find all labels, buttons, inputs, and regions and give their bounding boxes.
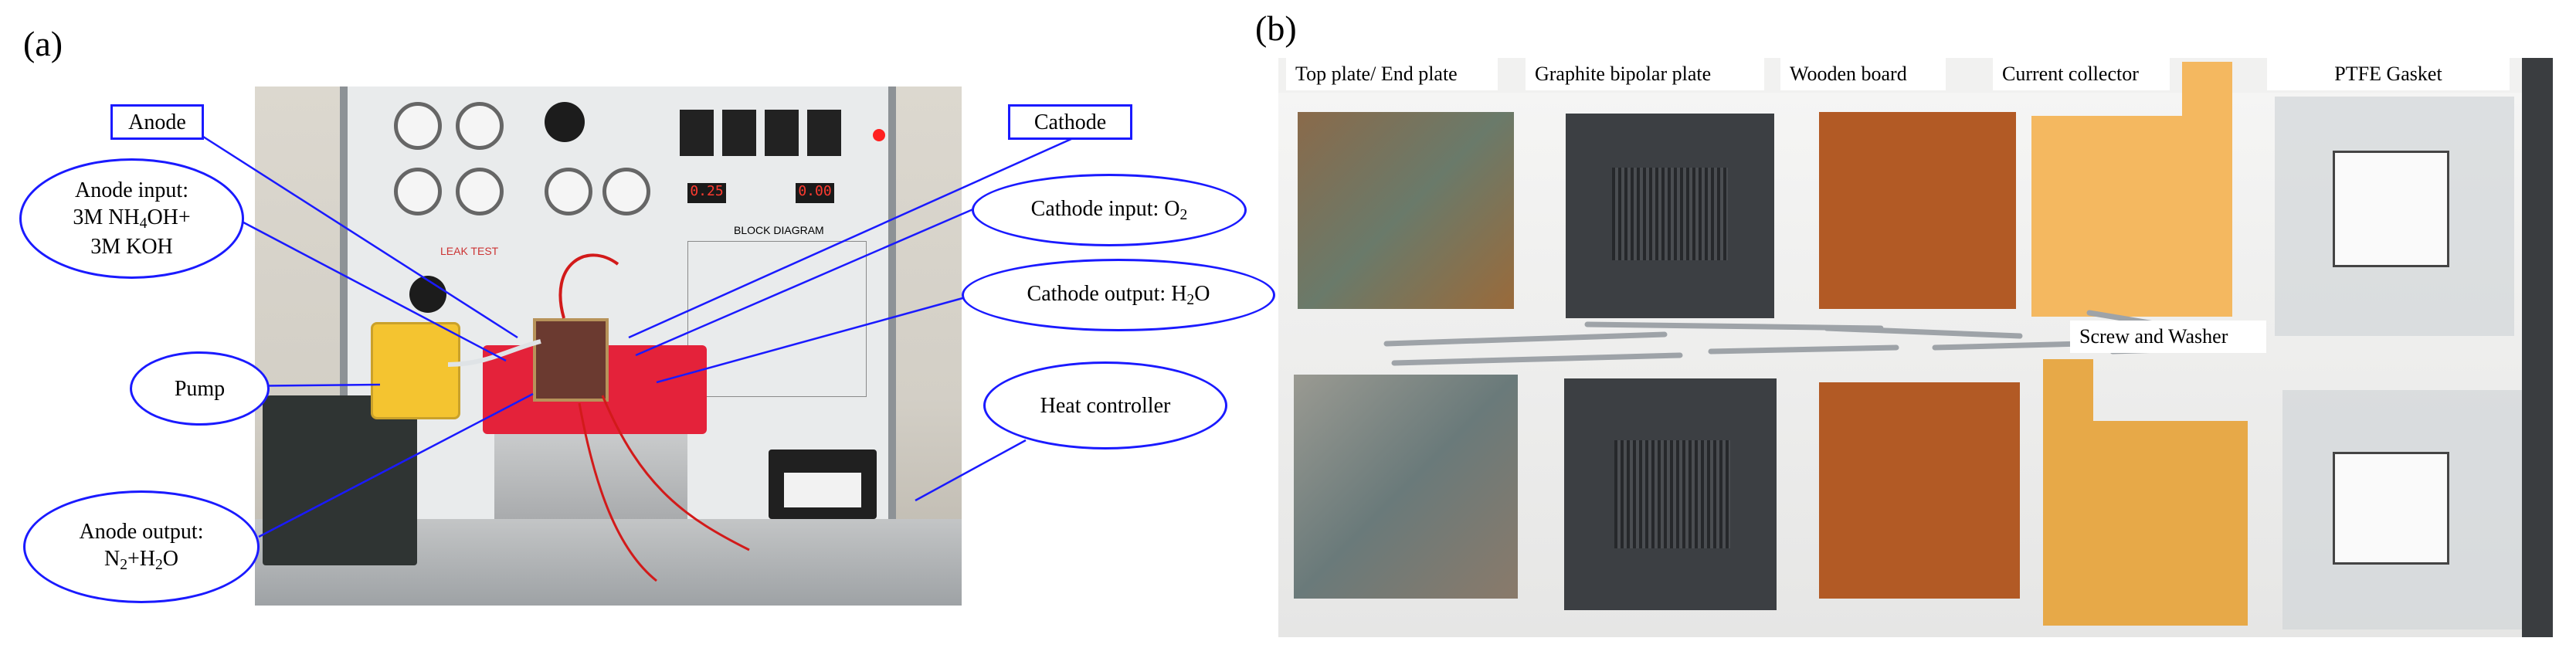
anode-input-line3: 3M KOH: [90, 235, 173, 260]
wooden-board-top: [1819, 112, 2016, 309]
control-knob: [545, 102, 585, 142]
anode-output-n: N: [104, 547, 120, 572]
graphite-plate-label: Graphite bipolar plate: [1526, 58, 1764, 90]
anode-input-line1: Anode input:: [75, 178, 188, 202]
ptfe-gasket-bottom: [2282, 390, 2522, 629]
bipolar-plate-bottom: [1564, 378, 1777, 610]
pump-text: Pump: [174, 376, 226, 401]
anode-output-o: O: [162, 547, 179, 572]
end-plate-bottom: [1294, 375, 1518, 599]
cathode-input-label: Cathode input: O2: [972, 174, 1247, 246]
anode-output-sub1: 2: [120, 557, 127, 574]
cathode-input-text: Cathode input: O: [1030, 196, 1180, 221]
heat-controller-text: Heat controller: [1040, 393, 1171, 418]
current-collector-label: Current collector: [1993, 58, 2170, 90]
anode-output-label: Anode output: N2+H2O: [23, 490, 260, 603]
top-plate-label: Top plate/ End plate: [1286, 58, 1498, 90]
pressure-gauge: [545, 168, 592, 215]
cathode-output-sub: 2: [1186, 291, 1195, 308]
end-plate-top: [1298, 112, 1514, 309]
fuel-cell: [533, 318, 609, 402]
anode-input-line2b: OH+: [147, 205, 191, 229]
heat-controller-label: Heat controller: [983, 361, 1227, 450]
wires: [447, 253, 750, 582]
cathode-output-text: Cathode output: H: [1027, 281, 1187, 306]
components-photo: Top plate/ End plate Graphite bipolar pl…: [1278, 58, 2553, 637]
panel-a-letter: (a): [23, 24, 63, 63]
test-station-photo: LEAK TEST 0.25 0.00 BLOCK DIAGRAM: [255, 87, 962, 606]
pump-label: Pump: [130, 351, 270, 426]
ptfe-gasket-label: PTFE Gasket: [2267, 58, 2510, 90]
heat-controller-device: [769, 450, 877, 519]
anode-input-line2a: 3M NH: [73, 205, 140, 229]
cathode-label: Cathode: [1008, 104, 1132, 140]
current-collector-top: [2031, 116, 2232, 317]
current-collector-bottom: [2043, 421, 2248, 626]
controller-face: [784, 473, 861, 507]
anode-text: Anode: [128, 110, 186, 134]
anode-output-sub2: 2: [155, 557, 163, 574]
screws-and-washers: [1383, 310, 2239, 366]
anode-input-label: Anode input: 3M NH4OH+ 3M KOH: [19, 158, 244, 279]
ptfe-gasket-top: [2275, 97, 2514, 336]
wooden-board-bottom: [1819, 382, 2020, 599]
collector-tab-top: [2182, 62, 2232, 120]
cathode-text: Cathode: [1033, 110, 1107, 134]
flow-field: [1612, 168, 1728, 260]
wooden-board-label: Wooden board: [1780, 58, 1946, 90]
anode-output-line1: Anode output:: [79, 520, 204, 545]
anode-input-sub: 4: [139, 215, 148, 232]
dark-edge: [2522, 58, 2553, 637]
gasket-window: [2333, 452, 2449, 565]
screw-washer-label: Screw and Washer: [2070, 321, 2266, 353]
bipolar-plate-top: [1566, 114, 1774, 318]
panel-b-letter: (b): [1255, 8, 1297, 48]
cathode-input-sub: 2: [1179, 206, 1188, 223]
anode-output-h: +H: [127, 547, 155, 572]
flow-field: [1614, 440, 1730, 548]
collector-tab-bottom: [2043, 359, 2093, 429]
cathode-output-label: Cathode output: H2O: [962, 259, 1275, 331]
gasket-window: [2333, 151, 2449, 267]
cathode-output-text2: O: [1194, 281, 1210, 306]
anode-label: Anode: [110, 104, 204, 140]
